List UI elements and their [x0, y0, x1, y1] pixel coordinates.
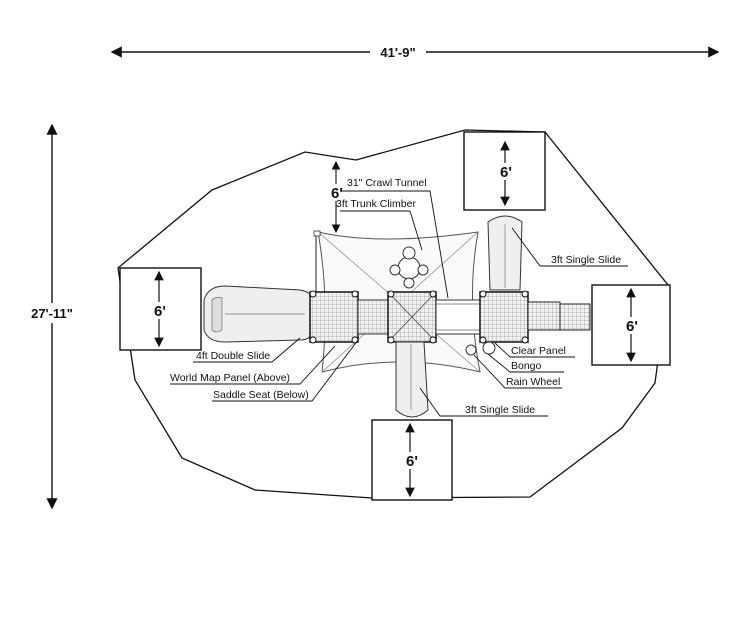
overall-width-dimension: 41'-9": [110, 43, 720, 61]
overall-height-dimension: 27'-11": [22, 123, 82, 510]
label-single-slide-bottom: 3ft Single Slide: [465, 404, 535, 416]
height-label: 27'-11": [31, 306, 73, 321]
use-zone-outline: [117, 129, 669, 499]
deck-right: [479, 290, 529, 344]
clearance-top-label: 6': [500, 164, 512, 181]
double-slide: [203, 285, 313, 343]
clearance-box-bottom: 6': [371, 419, 453, 501]
width-label: 41'-9": [380, 45, 415, 60]
label-world-map-panel: World Map Panel (Above): [170, 372, 290, 384]
deck-center: [387, 290, 437, 344]
label-saddle-seat: Saddle Seat (Below): [213, 389, 309, 401]
label-trunk-climber: 3ft Trunk Climber: [336, 198, 416, 210]
label-clear-panel: Clear Panel: [511, 345, 566, 357]
clearance-top-inner: 6': [328, 160, 346, 234]
label-crawl-tunnel: 31" Crawl Tunnel: [347, 177, 427, 189]
label-double-slide: 4ft Double Slide: [196, 350, 270, 362]
label-rain-wheel: Rain Wheel: [506, 376, 560, 388]
bongo-and-wheel: [465, 341, 496, 356]
clearance-top-inner-label: 6': [331, 185, 343, 202]
label-bongo: Bongo: [511, 360, 542, 372]
clearance-box-left: 6': [119, 267, 202, 351]
bridge-left: [357, 299, 389, 335]
single-slide-top: [487, 215, 523, 291]
label-single-slide-right: 3ft Single Slide: [551, 254, 621, 266]
clearance-box-right: 6': [591, 284, 671, 366]
crawl-tunnel: [435, 299, 481, 335]
single-slide-bottom: [395, 341, 429, 418]
trunk-climber: [389, 246, 429, 289]
deck-left: [309, 290, 359, 344]
clearance-left-label: 6': [154, 303, 166, 320]
clearance-right-label: 6': [626, 318, 638, 335]
steps-right: [527, 301, 591, 331]
clearance-box-top: 6': [463, 131, 546, 211]
leader-lines: [170, 190, 628, 417]
clearance-bottom-label: 6': [406, 453, 418, 470]
